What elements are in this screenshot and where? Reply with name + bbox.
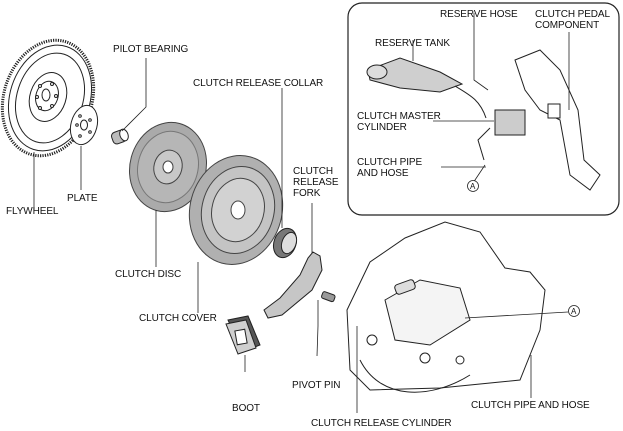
clutch-cover <box>188 155 284 265</box>
marker-a-main: A <box>571 307 577 316</box>
inset-drawing <box>366 49 601 191</box>
inset-frame <box>347 2 620 216</box>
label-clutch-pedal-component: CLUTCH PEDAL COMPONENT <box>535 9 610 31</box>
leader-lines <box>33 13 570 413</box>
label-pilot-bearing: PILOT BEARING <box>113 44 189 55</box>
label-clutch-release-fork: CLUTCH RELEASE FORK <box>293 166 339 199</box>
label-clutch-master-cylinder: CLUTCH MASTER CYLINDER <box>357 111 441 133</box>
marker-a-inset-circle <box>467 180 479 192</box>
marker-a-inset: A <box>470 182 476 191</box>
clutch-disc <box>128 121 208 213</box>
clutch-release-fork <box>263 251 323 319</box>
pivot-pin <box>321 291 336 303</box>
plate <box>69 104 99 146</box>
clutch-release-collar <box>272 227 298 259</box>
label-pivot-pin: PIVOT PIN <box>292 380 341 391</box>
label-clutch-pipe-and-hose: CLUTCH PIPE AND HOSE <box>471 400 590 411</box>
label-clutch-release-cylinder: CLUTCH RELEASE CYLINDER <box>311 418 452 429</box>
label-boot: BOOT <box>232 403 260 414</box>
label-clutch-disc: CLUTCH DISC <box>115 269 182 280</box>
label-clutch-release-collar: CLUTCH RELEASE COLLAR <box>193 78 324 89</box>
label-flywheel: FLYWHEEL <box>6 206 59 217</box>
flywheel <box>0 38 96 158</box>
label-inset-clutch-pipe-and-hose: CLUTCH PIPE AND HOSE <box>357 157 423 179</box>
transmission <box>346 221 546 393</box>
pilot-bearing <box>110 128 129 145</box>
label-reserve-tank: RESERVE TANK <box>375 38 450 49</box>
label-reserve-hose: RESERVE HOSE <box>440 9 518 20</box>
marker-a-main-circle <box>568 305 580 317</box>
label-plate: PLATE <box>67 193 98 204</box>
boot <box>225 315 261 355</box>
label-clutch-cover: CLUTCH COVER <box>139 313 217 324</box>
